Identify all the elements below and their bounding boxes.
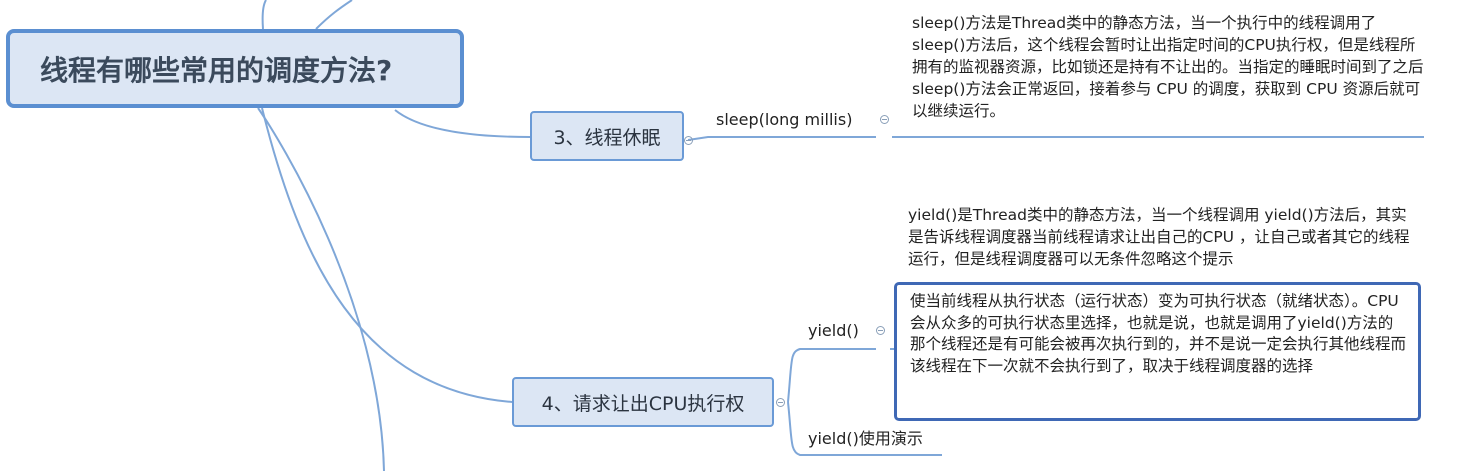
collapse-icon[interactable] xyxy=(684,136,693,145)
collapse-icon[interactable] xyxy=(776,398,785,407)
topic-yield-cpu-label: 4、请求让出CPU执行权 xyxy=(541,392,745,415)
root-title: 线程有哪些常用的调度方法? xyxy=(40,53,393,87)
collapse-icon[interactable] xyxy=(880,115,889,124)
subtopic-yield-demo-label: yield()使用演示 xyxy=(808,429,923,448)
subtopic-yield-method-label: yield() xyxy=(808,321,859,340)
topic-thread-sleep-label: 3、线程休眠 xyxy=(553,126,661,149)
subtopic-yield-demo[interactable]: yield()使用演示 xyxy=(808,429,923,449)
topic-thread-sleep[interactable]: 3、线程休眠 xyxy=(530,111,684,161)
collapse-icon[interactable] xyxy=(876,326,885,335)
yield-boxed-note-text: 使当前线程从执行状态（运行状态）变为可执行状态（就绪状态）。CPU会从众多的可执… xyxy=(910,292,1407,375)
yield-boxed-note: 使当前线程从执行状态（运行状态）变为可执行状态（就绪状态）。CPU会从众多的可执… xyxy=(894,282,1421,421)
topic-yield-cpu[interactable]: 4、请求让出CPU执行权 xyxy=(512,377,774,427)
sleep-note: sleep()方法是Thread类中的静态方法，当一个执行中的线程调用了slee… xyxy=(912,14,1424,120)
subtopic-yield-method[interactable]: yield() xyxy=(808,321,859,341)
subtopic-sleep-method-label: sleep(long millis) xyxy=(716,110,853,129)
yield-note: yield()是Thread类中的静态方法，当一个线程调用 yield()方法后… xyxy=(908,206,1410,268)
root-topic[interactable]: 线程有哪些常用的调度方法? xyxy=(6,29,464,108)
subtopic-sleep-method[interactable]: sleep(long millis) xyxy=(716,110,852,130)
